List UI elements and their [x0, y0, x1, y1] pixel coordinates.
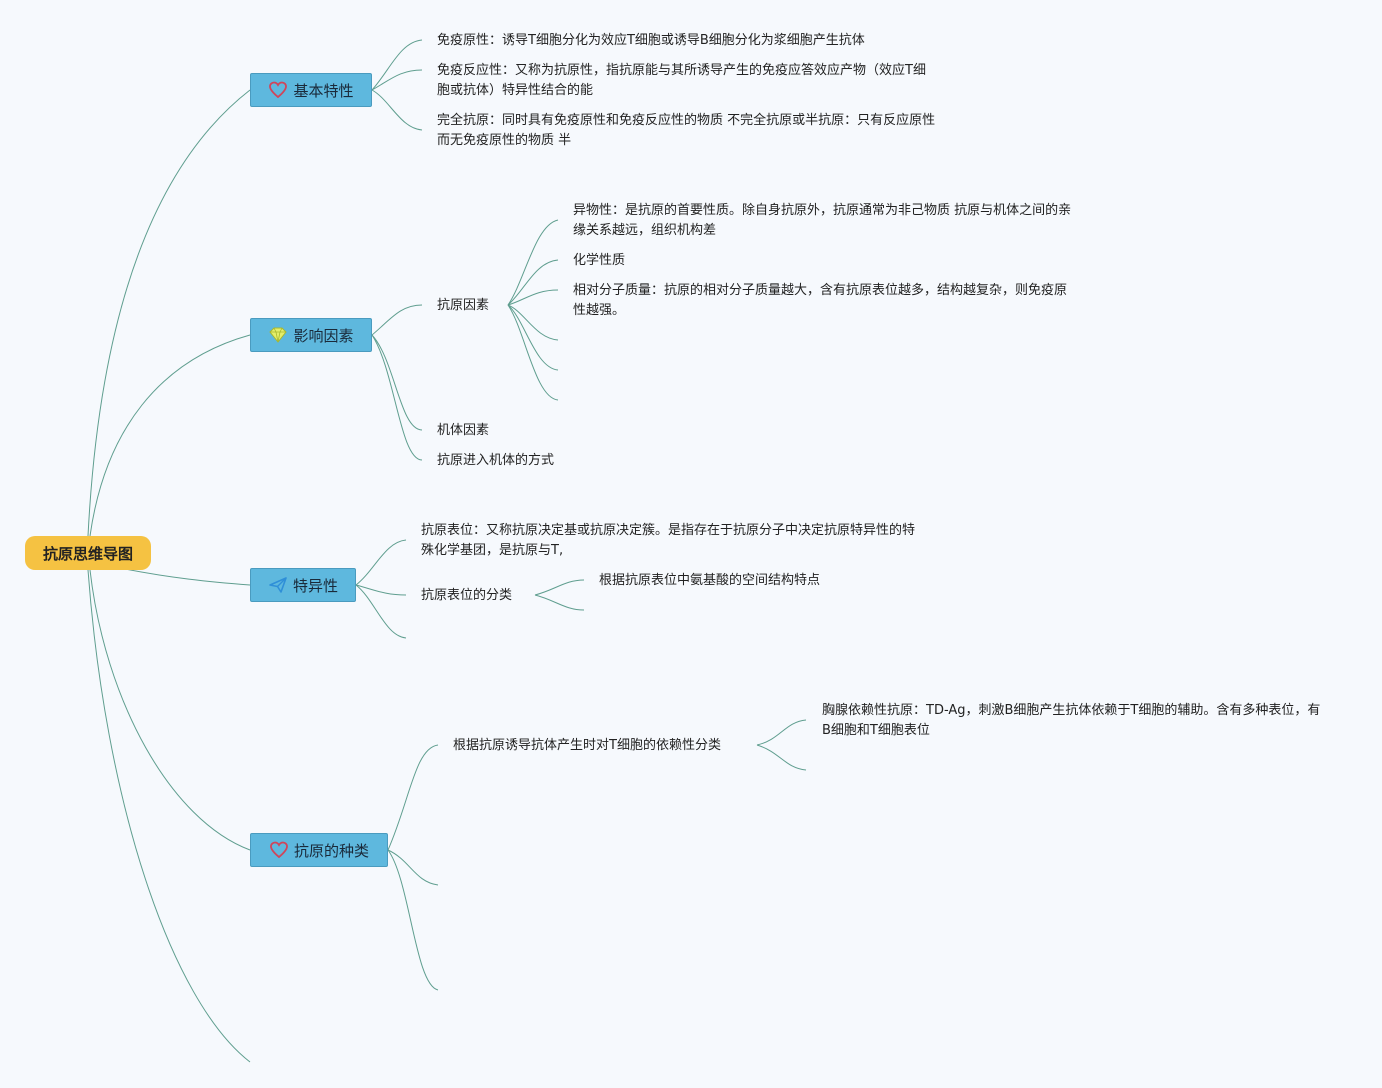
- specificity-epitope: 抗原表位：又称抗原决定基或抗原决定簇。是指存在于抗原分子中决定抗原特异性的特殊化…: [421, 523, 916, 558]
- specificity-epitope-class: 抗原表位的分类: [421, 588, 513, 603]
- connector-basic-3: [371, 89, 423, 131]
- t-cell-item-td-antigen: 胸腺依赖性抗原：TD-Ag，刺激B细胞产生抗体依赖于T细胞的辅助。含有多种表位，…: [822, 703, 1321, 738]
- connector-root-basic: [87, 89, 251, 537]
- connector-spec-extra: [355, 584, 407, 639]
- connector-factors-body: [371, 334, 423, 431]
- connector-factors-antigen: [371, 304, 423, 336]
- connector-antigen-1: [507, 219, 559, 306]
- connector-root-types: [89, 569, 251, 851]
- branch-types-label: 抗原的种类: [293, 841, 369, 860]
- connector-antigen-4: [507, 304, 559, 341]
- branch-basic-properties[interactable]: 基本特性: [250, 73, 372, 107]
- antigen-item-molecular-weight: 相对分子质量：抗原的相对分子质量越大，含有抗原表位越多，结构越复杂，则免疫原性越…: [573, 283, 1068, 318]
- connector-antigen-5: [507, 304, 559, 371]
- antigen-item-foreignness: 异物性：是抗原的首要性质。除自身抗原外，抗原通常为非己物质 抗原与机体之间的亲缘…: [573, 203, 1072, 238]
- root-node[interactable]: 抗原思维导图: [25, 536, 151, 570]
- connector-root-specificity: [119, 567, 251, 586]
- connector-antigen-6: [507, 304, 559, 401]
- connector-antigen-3: [507, 289, 559, 306]
- connector-factors-entry: [371, 334, 423, 461]
- epitope-class-item-structure: 根据抗原表位中氨基酸的空间结构特点: [599, 573, 821, 588]
- factor-entry-route: 抗原进入机体的方式: [437, 453, 555, 468]
- connector-basic-2: [371, 69, 423, 91]
- basic-item-complete-antigen: 完全抗原：同时具有免疫原性和免疫反应性的物质 不完全抗原或半抗原：只有反应原性而…: [437, 113, 936, 148]
- connector-types-1: [387, 744, 439, 851]
- branch-factors-label: 影响因素: [293, 326, 354, 345]
- branch-specificity-label: 特异性: [292, 576, 338, 595]
- connector-basic-1: [371, 39, 423, 91]
- antigen-item-chemical: 化学性质: [573, 253, 626, 268]
- types-by-t-cell: 根据抗原诱导抗体产生时对T细胞的依赖性分类: [453, 738, 721, 753]
- connector-tcell-2: [756, 744, 807, 771]
- connector-class-2: [534, 594, 585, 611]
- connector-spec-class: [355, 584, 407, 596]
- basic-item-reactivity: 免疫反应性：又称为抗原性，指抗原能与其所诱导产生的免疫应答效应产物（效应T细胞或…: [437, 63, 926, 98]
- branch-basic-label: 基本特性: [293, 81, 354, 100]
- basic-item-immunogenicity: 免疫原性：诱导T细胞分化为效应T细胞或诱导B细胞分化为浆细胞产生抗体: [437, 33, 865, 48]
- heart-icon: [269, 840, 289, 860]
- connector-types-3: [387, 849, 439, 991]
- branch-influencing-factors[interactable]: 影响因素: [250, 318, 372, 352]
- heart-icon: [268, 80, 288, 100]
- branch-specificity[interactable]: 特异性: [250, 568, 356, 602]
- connector-root-extra: [87, 569, 251, 1063]
- paper-plane-icon: [268, 575, 288, 595]
- branch-antigen-types[interactable]: 抗原的种类: [250, 833, 388, 867]
- connector-spec-epitope: [355, 539, 407, 586]
- connector-antigen-2: [507, 259, 559, 306]
- connector-types-2: [387, 849, 439, 886]
- factor-antigen: 抗原因素: [437, 298, 490, 313]
- connector-tcell-1: [756, 719, 807, 746]
- connector-root-factors: [89, 334, 251, 537]
- root-label: 抗原思维导图: [42, 544, 133, 563]
- factor-body: 机体因素: [437, 423, 490, 438]
- connector-class-1: [534, 579, 585, 596]
- diamond-icon: [268, 325, 288, 345]
